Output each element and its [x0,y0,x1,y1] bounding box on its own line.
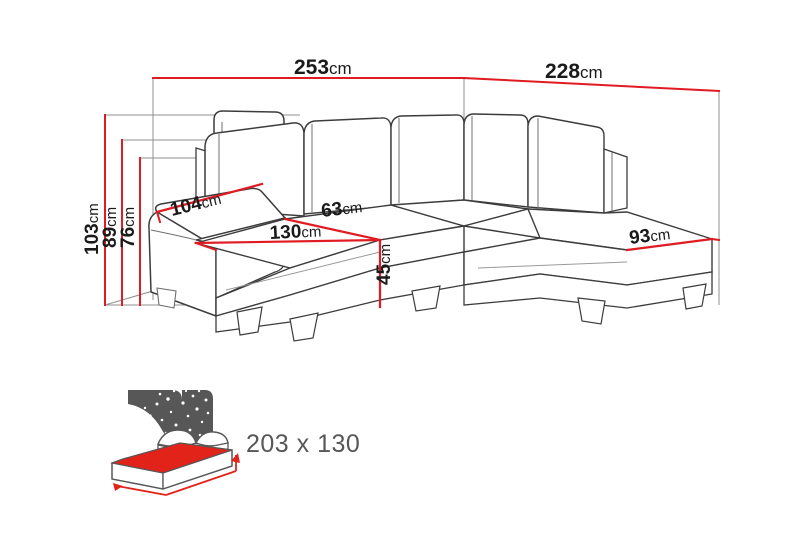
label-89: 89cm [100,207,121,248]
label-45: 45cm [374,244,395,285]
sofa-illustration [148,110,713,342]
back-cushion-3 [390,114,465,207]
back-cushion-5 [527,115,605,214]
bed-moon-swoosh [128,404,171,444]
bed-dimension-arrowheads [113,453,240,491]
dim-line-63 [283,217,382,242]
dim-line-104b [155,210,162,224]
base-seam-left [225,251,381,291]
bed-arrow-left [113,483,123,491]
leg-rear-left [156,287,177,309]
dimension-lines [104,76,721,309]
leg-corner [411,285,441,312]
leg-chaise-front [577,297,606,325]
dimension-labels: 253cm 228cm 103cm 89cm 76cm 104cm [82,56,671,285]
dim-line-93 [625,237,714,252]
leg-chaise-right [682,283,707,310]
dim-line-228 [462,76,721,93]
label-76: 76cm [118,207,139,248]
label-63: 63cm [320,196,363,222]
label-228: 228cm [545,60,603,83]
chaise-seam [477,261,628,269]
armrest-left-top [154,187,287,241]
bed-arrow-right [231,453,240,463]
bed-dim-length [116,485,167,496]
bed-base-outline [111,442,233,490]
back-cushion-2 [303,117,392,215]
dim-line-104 [155,182,264,214]
dim-line-130 [194,238,382,245]
dim-line-93b [710,237,721,242]
label-253: 253cm [294,56,352,79]
sleeping-area-label: 203 x 130 [246,430,360,458]
label-103: 103cm [82,203,103,255]
dim-line-130-left-tick [194,241,218,252]
label-93: 93cm [628,223,671,249]
armrest-left-seam [150,229,197,241]
sleeping-area-group: 203 x 130 [110,389,360,496]
back-cushion-4-corner [463,113,529,208]
sofa-back-panel-right [603,148,628,214]
bed-dim-width [165,470,237,496]
label-130: 130cm [269,220,322,244]
leg-front-left-2 [289,312,319,342]
chaise-base [463,271,713,309]
leg-front-left-1 [236,306,263,336]
